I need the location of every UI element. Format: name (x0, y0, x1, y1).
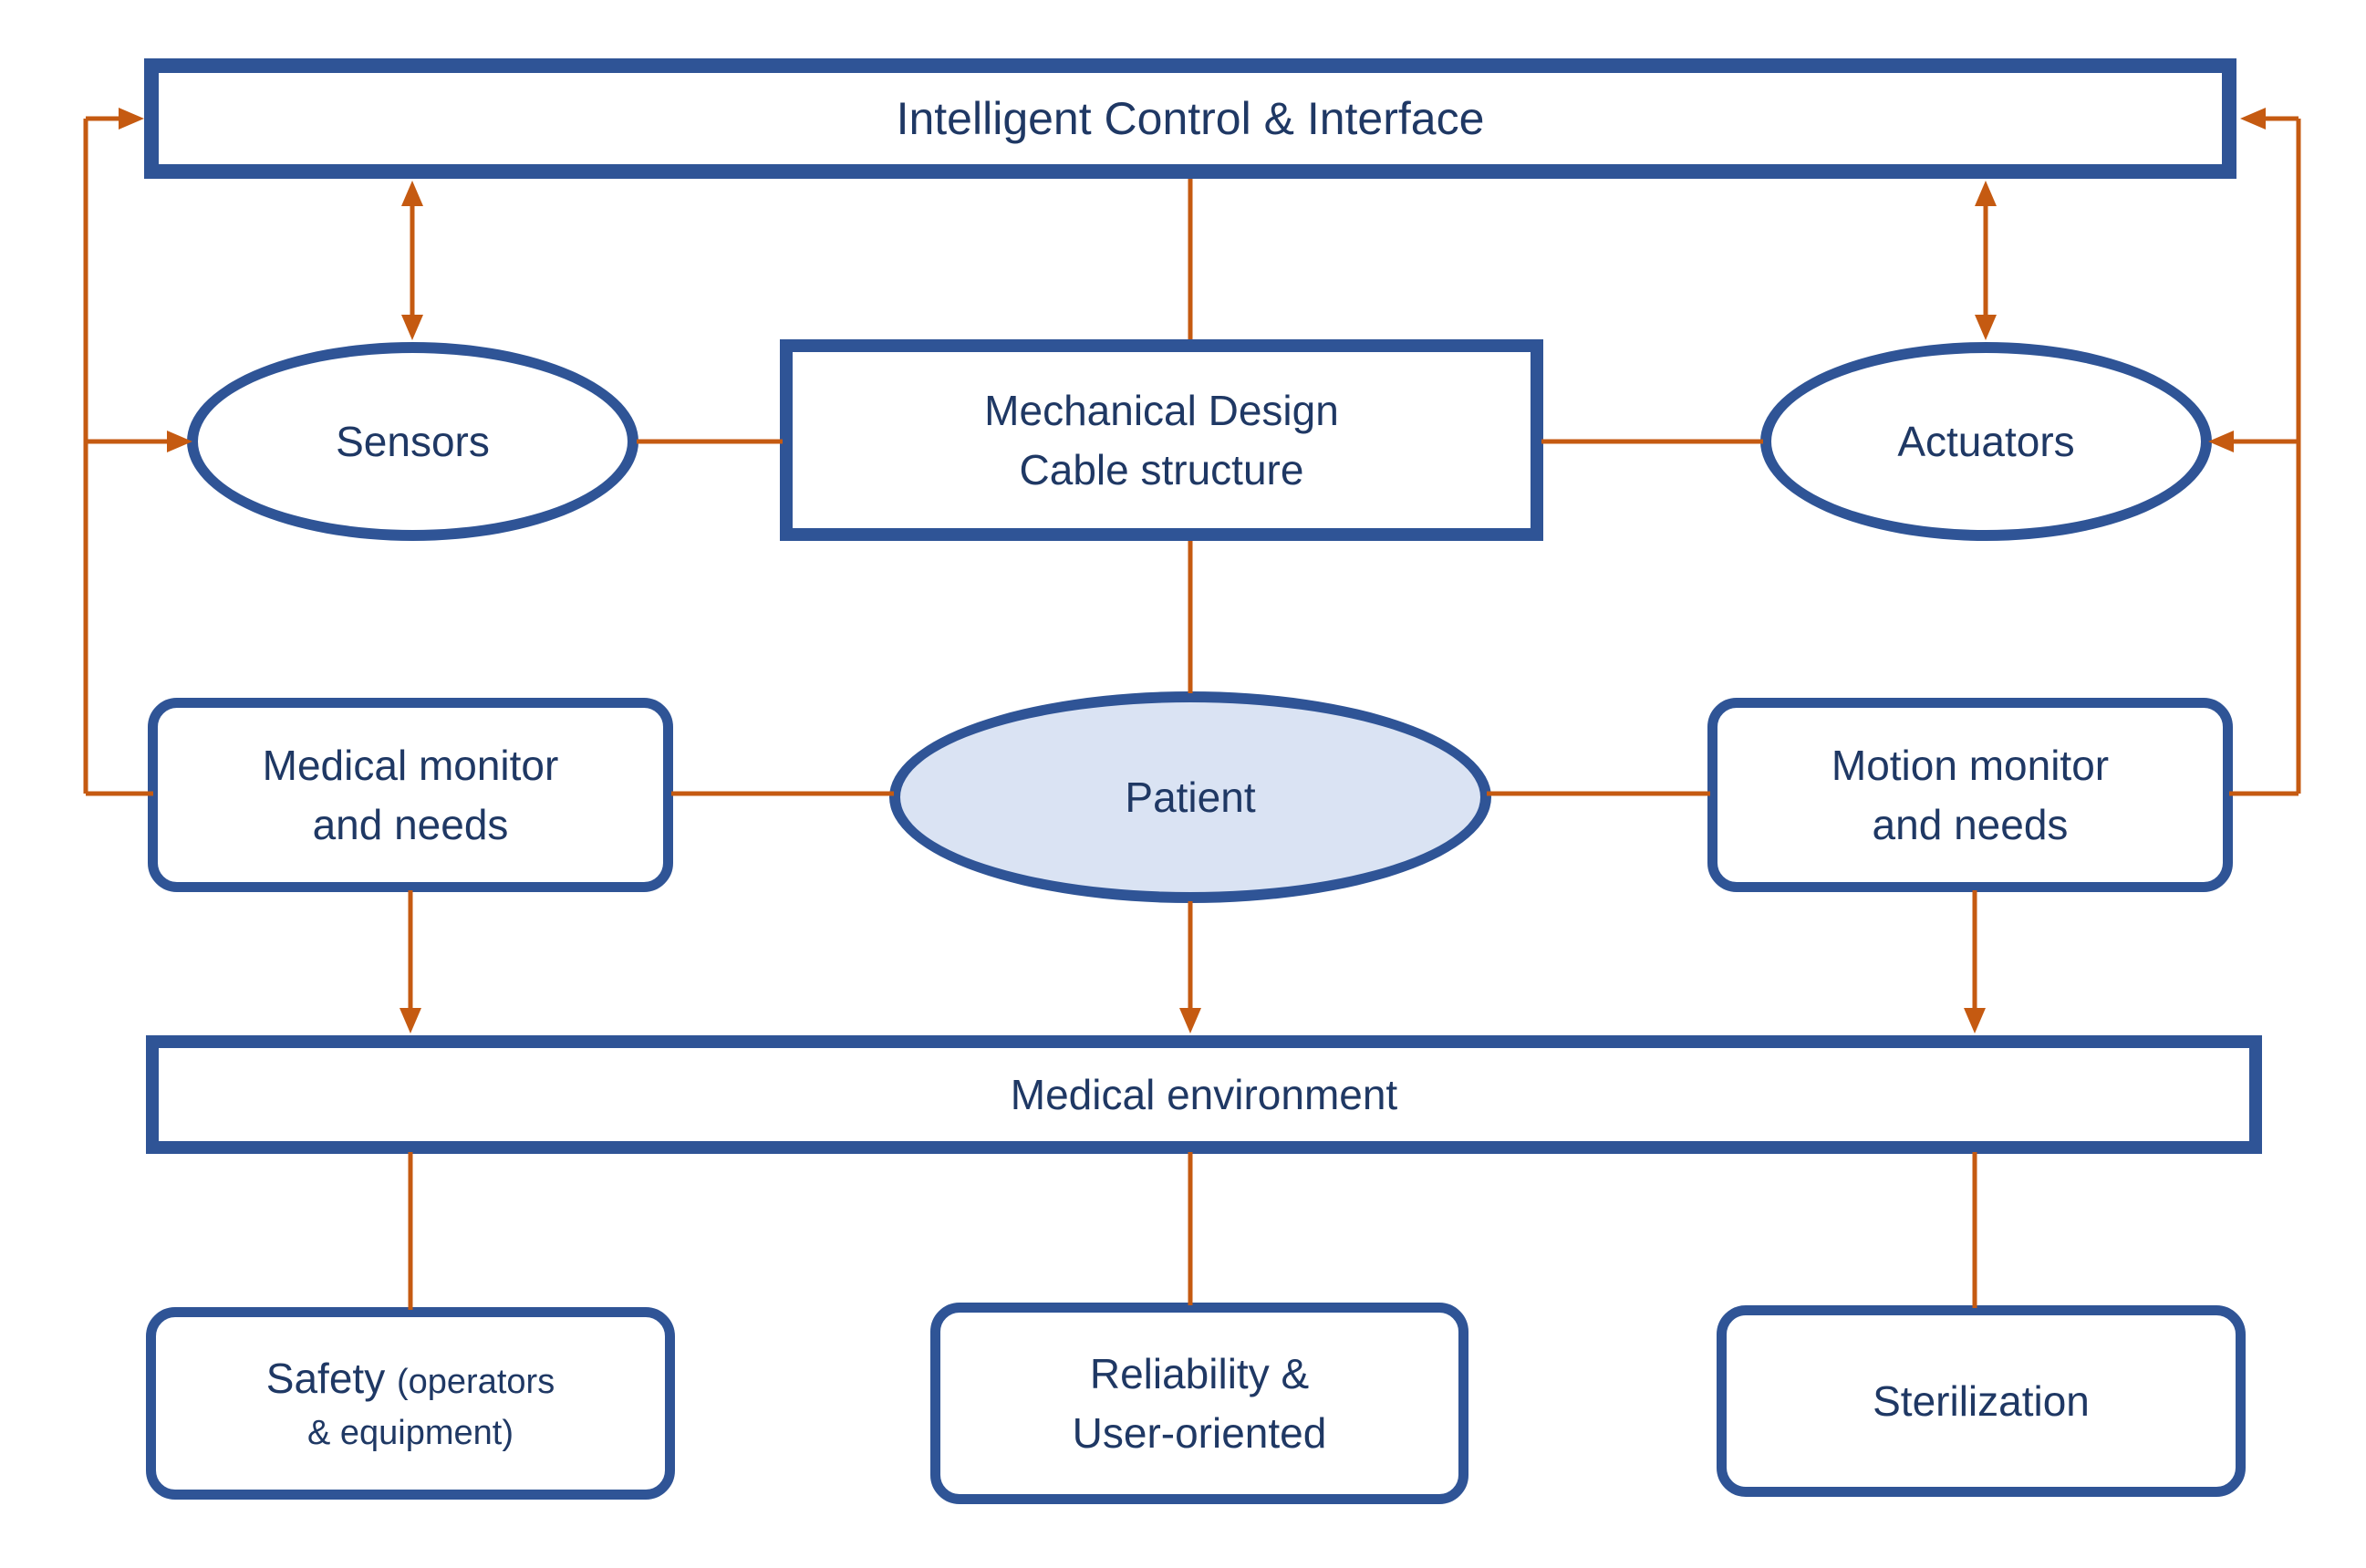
sensors-label: Sensors (336, 417, 490, 465)
node-motion-monitor: Motion monitor and needs (1707, 698, 2233, 892)
mechanical-design-line1: Mechanical Design (984, 386, 1339, 434)
arrowhead-patient-into-environment (1179, 1008, 1201, 1033)
reliability-line2: User-oriented (1072, 1408, 1327, 1457)
reliability-label: Reliability & User-oriented (1073, 1347, 1327, 1460)
node-actuators: Actuators (1760, 342, 2212, 541)
intelligent-control-label: Intelligent Control & Interface (896, 93, 1485, 144)
medical-monitor-line2: and needs (312, 800, 509, 848)
medical-monitor-line1: Medical monitor (262, 741, 559, 789)
motion-monitor-line2: and needs (1872, 800, 2069, 848)
arrowhead-into-control-left (119, 108, 144, 130)
mechanical-design-label: Mechanical Design Cable structure (984, 384, 1339, 497)
reliability-line1: Reliability & (1089, 1349, 1310, 1397)
node-mechanical-design: Mechanical Design Cable structure (780, 339, 1543, 541)
patient-label: Patient (1125, 773, 1256, 821)
arrowhead-medical-monitor-into-environment (400, 1008, 421, 1033)
node-reliability: Reliability & User-oriented (930, 1303, 1468, 1504)
arrowhead-motion-monitor-into-environment (1964, 1008, 1986, 1033)
node-intelligent-control-interface: Intelligent Control & Interface (144, 58, 2236, 179)
node-patient: Patient (889, 691, 1491, 903)
arrowhead-into-actuators (2208, 431, 2234, 452)
actuators-label: Actuators (1897, 417, 2075, 465)
safety-line2: & equipment) (306, 1413, 514, 1452)
sterilization-label: Sterilization (1873, 1376, 2090, 1425)
node-sensors: Sensors (187, 342, 638, 541)
motion-monitor-line1: Motion monitor (1831, 741, 2110, 789)
arrowhead-into-control-right (2240, 108, 2266, 130)
arrowhead-down-actuators (1975, 315, 1997, 340)
arrowhead-up-control-sensors (401, 181, 423, 206)
arrowhead-up-control-actuators (1975, 181, 1997, 206)
medical-monitor-label: Medical monitor and needs (263, 739, 559, 852)
node-medical-environment: Medical environment (146, 1035, 2262, 1154)
safety-paren1: (operators (397, 1362, 555, 1401)
medical-environment-label: Medical environment (1010, 1070, 1398, 1118)
node-safety: Safety (operators & equipment) (146, 1307, 675, 1500)
mechanical-design-line2: Cable structure (1019, 445, 1304, 493)
safety-label: Safety (operators & equipment) (266, 1352, 555, 1456)
safety-line1: Safety (operators (266, 1352, 555, 1406)
node-sterilization: Sterilization (1717, 1305, 2246, 1497)
motion-monitor-label: Motion monitor and needs (1832, 739, 2109, 852)
safety-word: Safety (265, 1354, 386, 1402)
node-medical-monitor: Medical monitor and needs (148, 698, 673, 892)
arrowhead-down-sensors (401, 315, 423, 340)
